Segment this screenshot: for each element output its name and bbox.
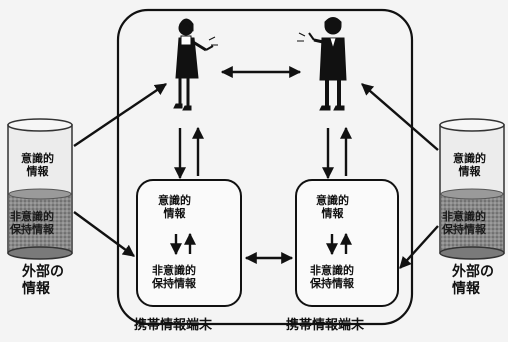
arrow-container-right-to-man: [361, 83, 439, 151]
container-right: [439, 118, 505, 260]
terminal-right-upper-label: 意識的 情報: [316, 194, 349, 221]
terminal-right-caption: 携帯情報端末: [286, 318, 365, 333]
external-info-right-label: 外部の 情報: [452, 264, 494, 297]
container-right-lower-label: 非意識的 保持情報: [442, 210, 486, 237]
container-left: [7, 118, 73, 260]
man-icon: [297, 17, 347, 111]
arrow-container-right-to-terminal: [399, 225, 439, 269]
container-left-upper-label: 意識的 情報: [21, 152, 54, 179]
woman-icon: [173, 18, 218, 111]
terminal-left-upper-label: 意識的 情報: [158, 194, 191, 221]
container-left-lower-label: 非意識的 保持情報: [10, 210, 54, 237]
arrow-container-left-to-terminal: [73, 211, 135, 257]
arrows: [73, 66, 439, 269]
terminal-left-lower-label: 非意識的 保持情報: [152, 264, 196, 291]
external-info-left-label: 外部の 情報: [22, 264, 64, 297]
container-right-upper-label: 意識的 情報: [453, 152, 486, 179]
terminal-left-caption: 携帯情報端末: [134, 318, 213, 333]
terminal-right-lower-label: 非意識的 保持情報: [310, 264, 354, 291]
arrow-container-left-to-woman: [73, 83, 167, 147]
outer-frame: [116, 8, 414, 326]
